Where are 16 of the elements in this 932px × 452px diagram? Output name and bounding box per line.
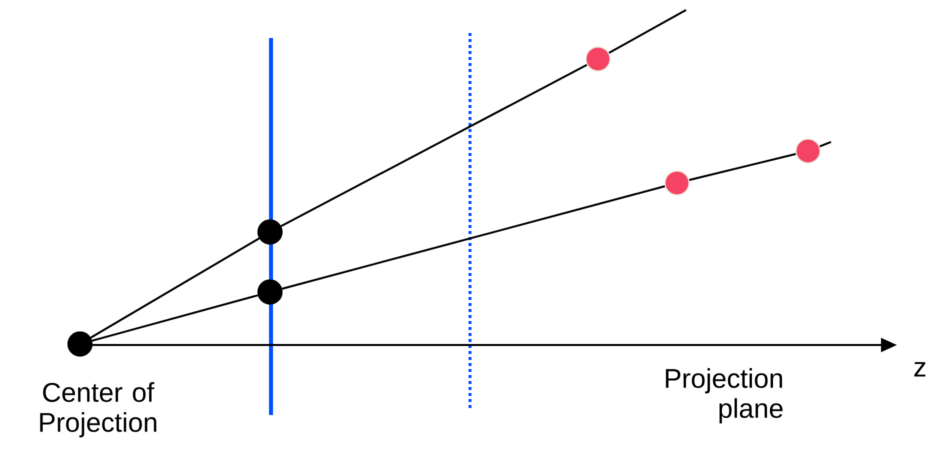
ray-line	[92, 294, 258, 342]
ray-line	[280, 64, 588, 227]
point-caption: Center of Projection	[40, 382, 156, 438]
object-point	[795, 138, 821, 164]
plane-label: Projection plane	[666, 368, 783, 424]
ray-line	[608, 9, 686, 54]
axis-label: z	[914, 362, 926, 376]
center-dot	[67, 331, 93, 357]
ray-line	[819, 141, 832, 148]
ray-line	[282, 185, 666, 290]
ray-line	[90, 238, 260, 338]
projected-point	[257, 219, 283, 245]
ray-line	[689, 153, 796, 181]
projected-point	[257, 279, 283, 305]
object-point	[585, 46, 611, 72]
object-point	[664, 170, 690, 196]
